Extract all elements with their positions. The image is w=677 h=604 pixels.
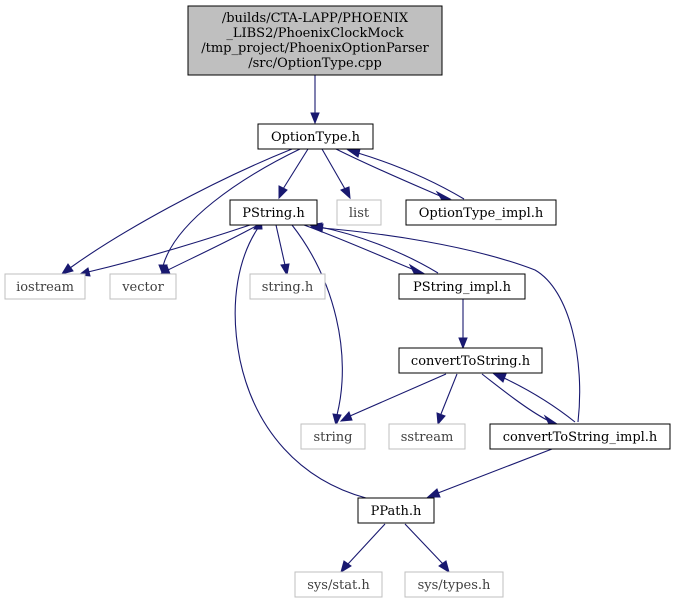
node-converttostring-h[interactable]: convertToString.h bbox=[398, 347, 543, 374]
node-ppath-h[interactable]: PPath.h bbox=[357, 497, 435, 524]
svg-text:string: string bbox=[314, 430, 353, 445]
node-sys-types-h[interactable]: sys/types.h bbox=[404, 571, 504, 598]
svg-text:sys/stat.h: sys/stat.h bbox=[307, 578, 370, 593]
arrowhead-string-from-converttostring bbox=[339, 411, 353, 422]
arrowhead-converttostring-impl bbox=[543, 414, 559, 425]
svg-text:OptionType_impl.h: OptionType_impl.h bbox=[419, 206, 544, 221]
svg-text:PString.h: PString.h bbox=[242, 206, 305, 221]
node-vector[interactable]: vector bbox=[109, 273, 177, 300]
arrowhead-sys-types bbox=[438, 560, 450, 574]
node-string-h[interactable]: string.h bbox=[249, 273, 326, 300]
node-sys-stat-h[interactable]: sys/stat.h bbox=[294, 571, 383, 598]
svg-text:PPath.h: PPath.h bbox=[371, 504, 422, 519]
node-optiontype-h[interactable]: OptionType.h bbox=[257, 123, 374, 150]
edge-converttostring-impl-to-converttostring bbox=[503, 377, 576, 423]
node-list[interactable]: list bbox=[336, 199, 382, 226]
edge-converttostring-to-converttostring-impl bbox=[481, 373, 548, 421]
root-line-2: _LIBS2/PhoenixClockMock bbox=[226, 26, 403, 41]
edge-converttostring-impl-to-ppath bbox=[437, 448, 553, 494]
svg-text:list: list bbox=[349, 206, 370, 221]
edge-converttostring-to-sstream bbox=[440, 373, 458, 415]
edge-optiontype-to-pstring bbox=[282, 148, 309, 190]
arrowhead-sstream bbox=[436, 412, 446, 426]
svg-text:convertToString.h: convertToString.h bbox=[411, 354, 531, 369]
arrowhead-optiontype bbox=[310, 112, 320, 125]
edge-optiontype-to-iostream bbox=[69, 148, 293, 269]
edge-pstring-to-string-h bbox=[275, 224, 286, 266]
node-optiontype-impl-h[interactable]: OptionType_impl.h bbox=[405, 199, 557, 226]
arrowhead-string-from-pstring bbox=[332, 413, 342, 427]
node-pstring-impl-h[interactable]: PString_impl.h bbox=[398, 273, 526, 300]
edges bbox=[60, 75, 581, 574]
arrowhead-pstring-impl bbox=[408, 263, 425, 274]
edge-optiontype-to-optiontype-impl bbox=[335, 148, 441, 197]
arrowhead-optiontype-impl bbox=[435, 190, 452, 201]
edge-ppath-to-sys-stat bbox=[347, 523, 386, 565]
node-root-file[interactable]: /builds/CTA-LAPP/PHOENIX _LIBS2/PhoenixC… bbox=[187, 5, 443, 76]
arrowhead-converttostring-back bbox=[492, 373, 507, 383]
node-converttostring-impl-h[interactable]: convertToString_impl.h bbox=[489, 423, 671, 450]
node-pstring-h[interactable]: PString.h bbox=[229, 199, 318, 226]
arrowhead-string-h bbox=[280, 263, 290, 277]
arrowhead-list bbox=[340, 186, 351, 200]
root-line-1: /builds/CTA-LAPP/PHOENIX bbox=[222, 11, 409, 26]
edge-pstring-to-iostream bbox=[87, 224, 251, 273]
edge-ppath-to-sys-types bbox=[404, 523, 444, 565]
svg-text:vector: vector bbox=[121, 280, 164, 295]
arrowhead-ppath bbox=[426, 488, 441, 498]
svg-text:convertToString_impl.h: convertToString_impl.h bbox=[503, 430, 658, 445]
arrowhead-pstring-from-optiontype bbox=[278, 185, 288, 200]
svg-text:iostream: iostream bbox=[16, 280, 74, 295]
edge-ppath-to-pstring bbox=[234, 227, 367, 499]
edge-converttostring-to-string bbox=[349, 373, 447, 417]
arrowhead-iostream-from-optiontype bbox=[60, 263, 74, 275]
svg-text:OptionType.h: OptionType.h bbox=[271, 130, 361, 145]
arrowhead-sys-stat bbox=[340, 560, 352, 574]
root-line-4: /src/OptionType.cpp bbox=[248, 56, 382, 71]
svg-text:sys/types.h: sys/types.h bbox=[418, 578, 491, 593]
arrowhead-converttostring bbox=[458, 337, 468, 350]
edge-converttostring-impl-to-pstring bbox=[321, 227, 581, 423]
root-line-3: /tmp_project/PhoenixOptionParser bbox=[201, 41, 429, 56]
node-string[interactable]: string bbox=[300, 423, 366, 450]
svg-text:PString_impl.h: PString_impl.h bbox=[413, 280, 512, 295]
svg-text:sstream: sstream bbox=[401, 430, 454, 445]
node-sstream[interactable]: sstream bbox=[388, 423, 466, 450]
edge-pstring-impl-to-pstring bbox=[319, 226, 439, 274]
edge-pstring-to-vector bbox=[167, 224, 259, 271]
node-iostream[interactable]: iostream bbox=[4, 273, 86, 300]
edge-pstring-to-string bbox=[291, 224, 343, 416]
svg-text:string.h: string.h bbox=[262, 280, 314, 295]
edge-optiontype-to-list bbox=[321, 148, 346, 190]
edge-optiontype-impl-to-optiontype bbox=[357, 152, 465, 200]
